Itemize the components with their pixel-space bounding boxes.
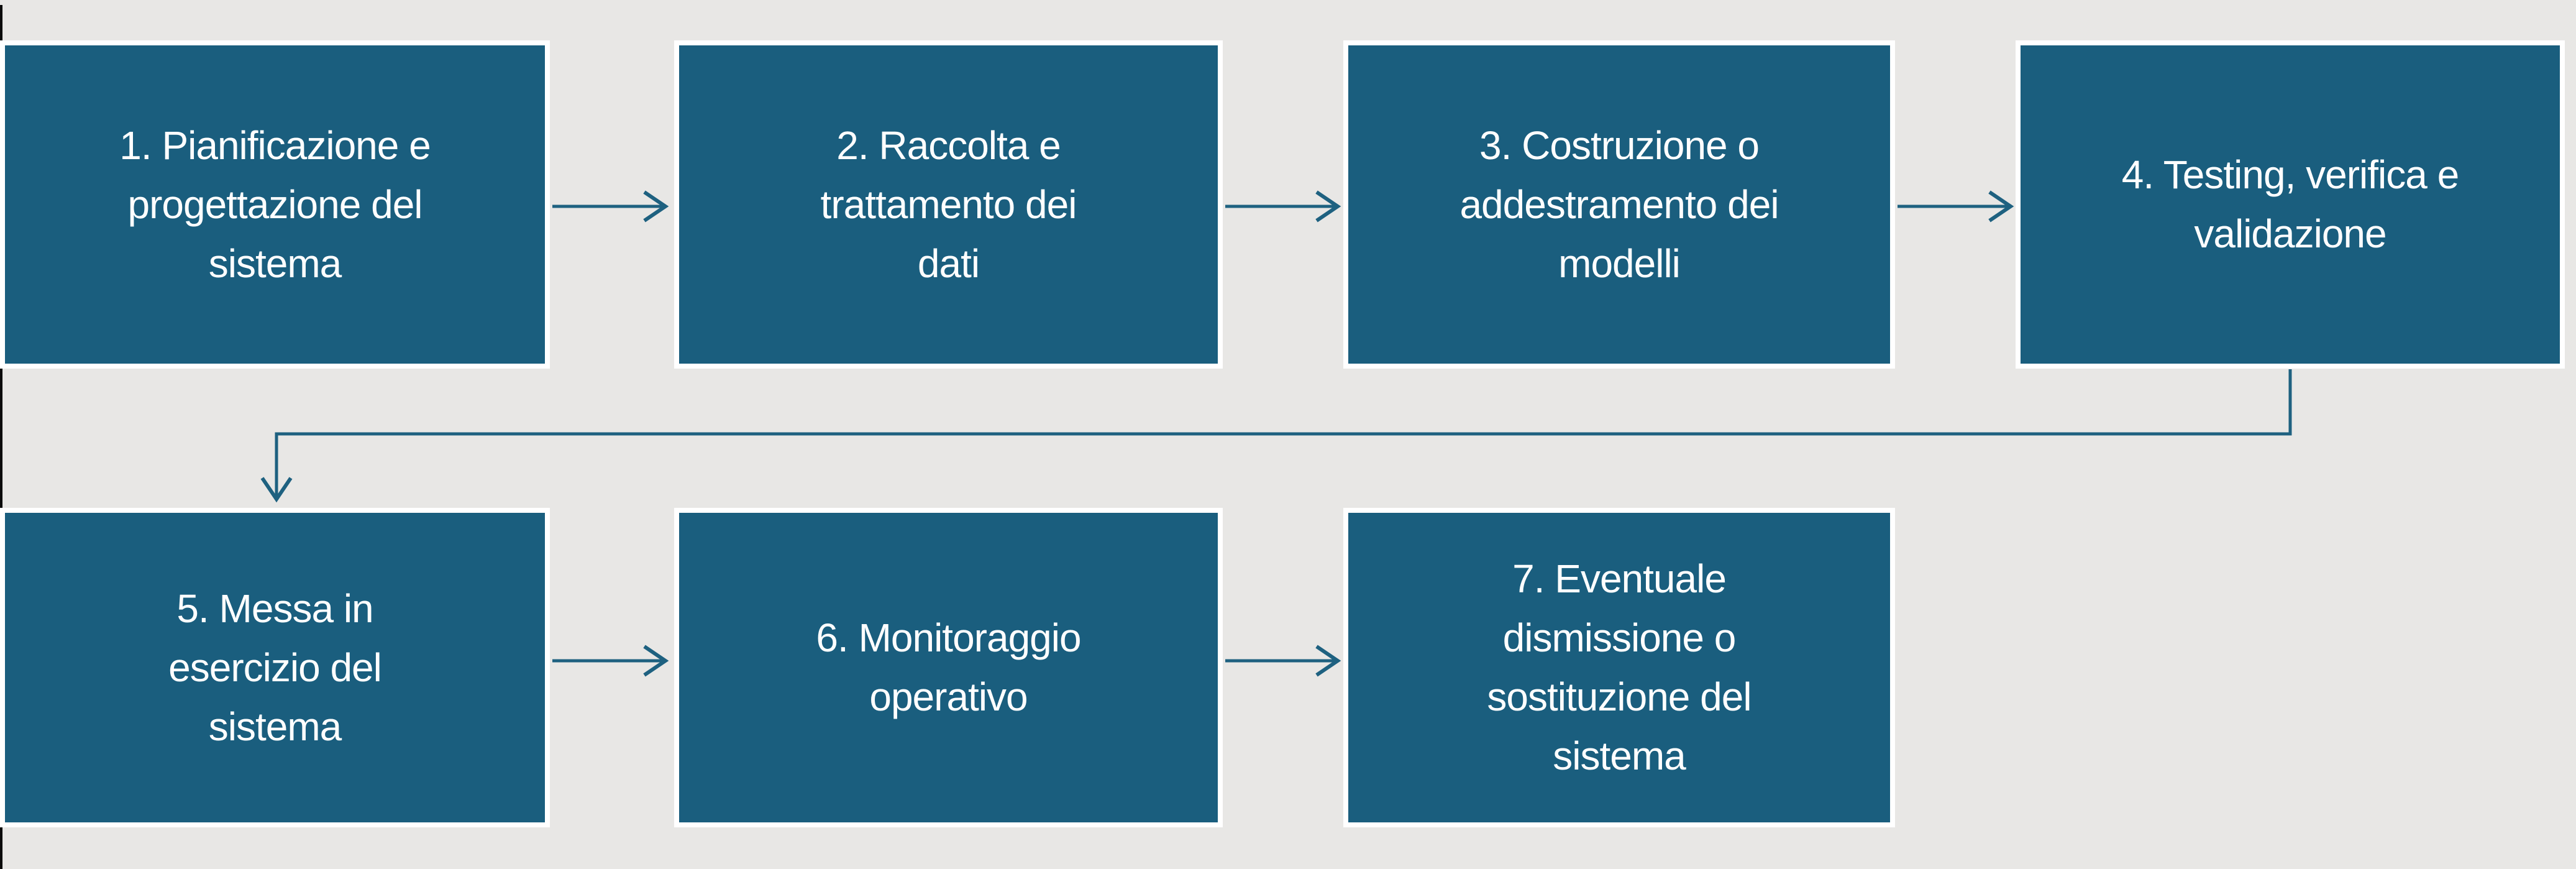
- arrow-head-icon: [643, 645, 669, 677]
- arrow-head-icon: [643, 190, 669, 223]
- step-box-7: 7. Eventuale dismissione o sostituzione …: [1343, 508, 1895, 827]
- elbow-connector-line: [275, 369, 2292, 497]
- step-box-6: 6. Monitoraggio operativo: [674, 508, 1223, 827]
- arrow-head-icon: [1988, 190, 2014, 223]
- arrow-step1-to-step2: [552, 190, 669, 223]
- step-box-1: 1. Pianificazione e progettazione del si…: [0, 40, 550, 369]
- left-edge-line: [0, 5, 2, 869]
- step-box-4: 4. Testing, verifica e validazione: [2016, 40, 2565, 369]
- arrow-step3-to-step4: [1898, 190, 2014, 223]
- step-box-5: 5. Messa in esercizio del sistema: [0, 508, 550, 827]
- step-label-5: 5. Messa in esercizio del sistema: [168, 586, 382, 749]
- arrow-head-icon: [1315, 645, 1341, 677]
- step-label-1: 1. Pianificazione e progettazione del si…: [119, 122, 431, 286]
- step-label-7: 7. Eventuale dismissione o sostituzione …: [1487, 556, 1752, 778]
- step-label-3: 3. Costruzione o addestramento dei model…: [1459, 122, 1779, 286]
- arrow-head-down-icon: [260, 477, 293, 503]
- arrow-step6-to-step7: [1225, 645, 1341, 677]
- arrow-head-icon: [1315, 190, 1341, 223]
- step-box-3: 3. Costruzione o addestramento dei model…: [1343, 40, 1895, 369]
- connector-step4-to-step5: [260, 369, 2292, 503]
- arrow-step2-to-step3: [1225, 190, 1341, 223]
- arrow-step5-to-step6: [552, 645, 669, 677]
- step-label-2: 2. Raccolta e trattamento dei dati: [820, 122, 1077, 286]
- step-label-6: 6. Monitoraggio operativo: [816, 615, 1081, 719]
- step-label-4: 4. Testing, verifica e validazione: [2121, 152, 2459, 256]
- step-box-2: 2. Raccolta e trattamento dei dati: [674, 40, 1223, 369]
